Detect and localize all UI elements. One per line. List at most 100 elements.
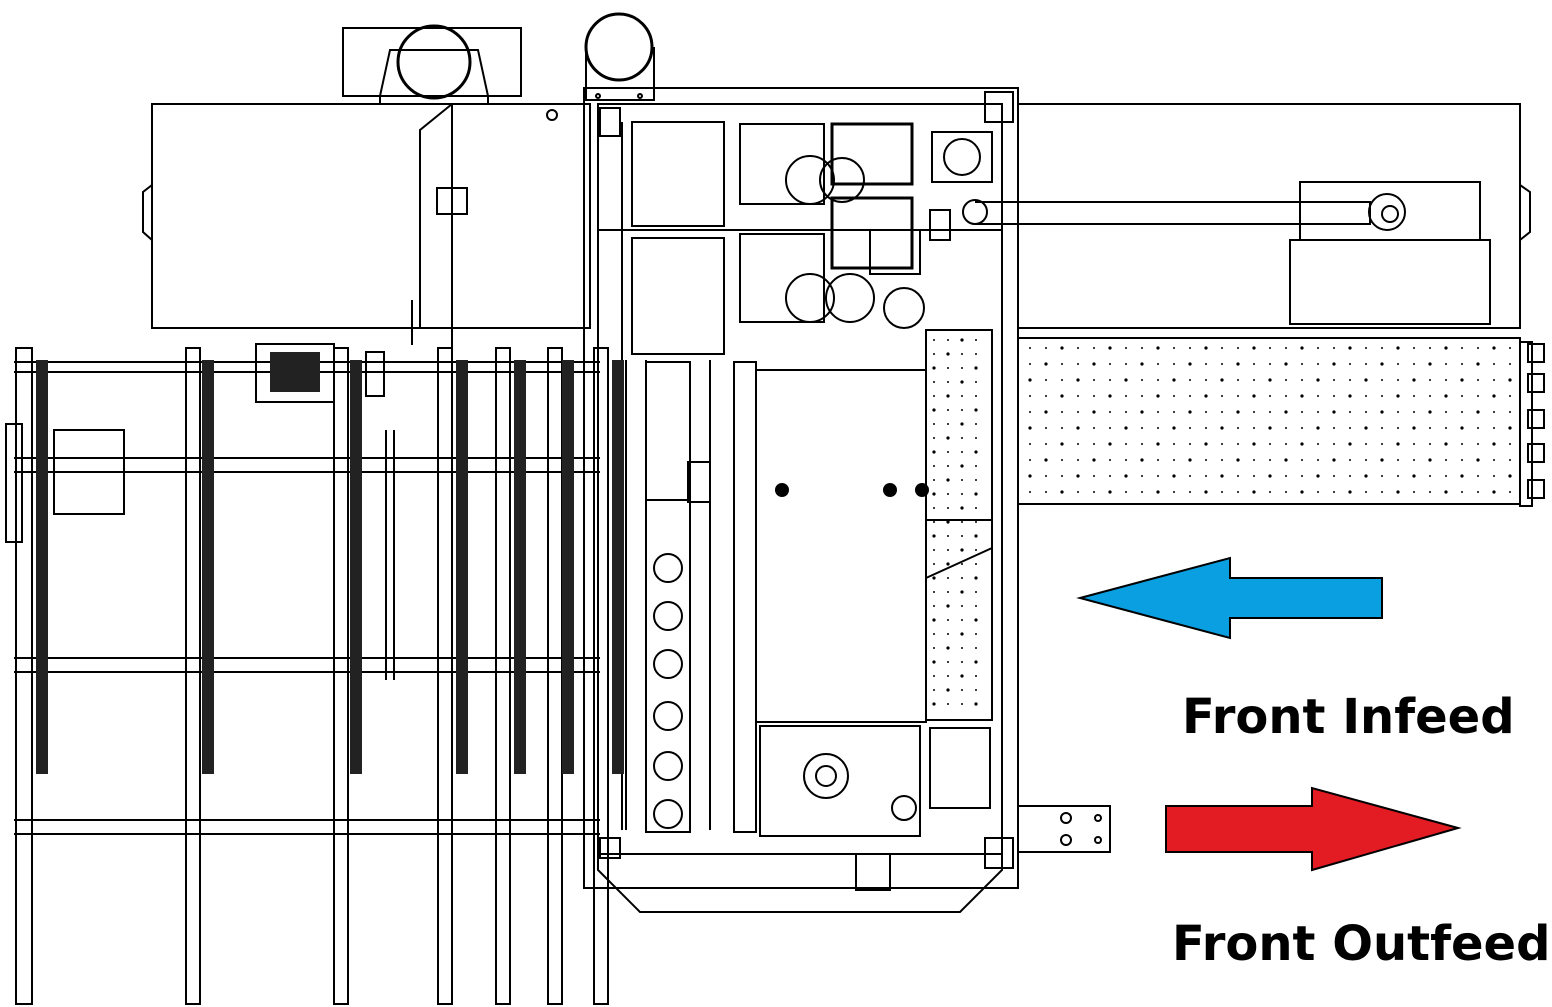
perforation-dot	[1461, 347, 1463, 349]
perforation-dot	[1156, 442, 1160, 446]
perforation-dot	[1269, 459, 1271, 461]
perforation-dot	[1173, 459, 1175, 461]
perforation-dot	[1300, 346, 1304, 350]
perforation-dot	[1061, 459, 1063, 461]
perforation-dot	[1221, 395, 1223, 397]
perforation-dot	[1076, 474, 1080, 478]
perforation-dot	[975, 353, 977, 355]
perforation-dot	[975, 395, 977, 397]
perforation-dot	[1333, 427, 1335, 429]
perforation-dot	[933, 381, 935, 383]
perforation-dot	[932, 534, 936, 538]
perforation-dot	[1413, 459, 1415, 461]
perforation-dot	[1317, 347, 1319, 349]
perforation-dot	[1028, 426, 1032, 430]
perforation-dot	[1109, 379, 1111, 381]
perforation-dot	[1397, 475, 1399, 477]
perforation-dot	[1429, 347, 1431, 349]
perforation-dot	[932, 408, 936, 412]
perforation-dot	[974, 408, 978, 412]
perforation-dot	[1269, 443, 1271, 445]
perforation-dot	[1349, 427, 1351, 429]
perforation-dot	[1189, 395, 1191, 397]
perforation-dot	[1077, 443, 1079, 445]
perforation-dot	[1060, 442, 1064, 446]
perforation-dot	[1108, 442, 1112, 446]
perforation-dot	[1045, 347, 1047, 349]
perforation-dot	[961, 451, 963, 453]
perforation-dot	[961, 647, 963, 649]
perforation-dot	[1285, 443, 1287, 445]
perforation-dot	[1125, 363, 1127, 365]
perforation-dot	[946, 646, 950, 650]
perforation-dot	[947, 619, 949, 621]
perforation-dot	[1365, 395, 1367, 397]
perforation-dot	[1253, 459, 1255, 461]
perforation-dot	[1397, 427, 1399, 429]
perforation-dot	[1349, 475, 1351, 477]
perforation-dot	[1173, 363, 1175, 365]
perforation-dot	[1396, 442, 1400, 446]
perforation-dot	[946, 352, 950, 356]
perforation-dot	[1092, 362, 1096, 366]
perforation-dot	[1428, 458, 1432, 462]
perforation-dot	[1269, 395, 1271, 397]
perforation-dot	[1460, 426, 1464, 430]
perforation-dot	[1172, 378, 1176, 382]
perforation-dot	[933, 633, 935, 635]
perforation-dot	[947, 577, 949, 579]
perforation-dot	[1349, 459, 1351, 461]
perforation-dot	[1316, 426, 1320, 430]
perforation-dot	[1156, 490, 1160, 494]
perforation-dot	[975, 437, 977, 439]
perforation-dot	[947, 549, 949, 551]
perforation-dot	[974, 660, 978, 664]
perforation-dot	[960, 506, 964, 510]
perforation-dot	[1412, 378, 1416, 382]
perforation-dot	[1429, 491, 1431, 493]
perforation-dot	[1413, 347, 1415, 349]
perforation-dot	[1268, 426, 1272, 430]
perforation-dot	[1413, 491, 1415, 493]
perforation-dot	[1221, 347, 1223, 349]
perforation-dot	[960, 590, 964, 594]
perforation-dot	[946, 436, 950, 440]
perforation-dot	[933, 353, 935, 355]
perforation-dot	[1508, 474, 1512, 478]
perforation-dot	[1125, 411, 1127, 413]
perforation-dot	[1381, 347, 1383, 349]
perforation-dot	[1428, 362, 1432, 366]
perforation-dot	[1381, 443, 1383, 445]
perforation-dot	[1477, 347, 1479, 349]
perforation-dot	[1157, 411, 1159, 413]
perforation-dot	[1173, 395, 1175, 397]
perforation-dot	[1236, 458, 1240, 462]
perforation-dot	[1204, 442, 1208, 446]
perforation-dot	[1093, 475, 1095, 477]
perforation-dot	[1253, 475, 1255, 477]
perforation-dot	[1380, 362, 1384, 366]
perforation-dot	[1476, 410, 1480, 414]
perforation-dot	[1061, 427, 1063, 429]
perforation-dot	[1061, 363, 1063, 365]
perforation-dot	[1316, 378, 1320, 382]
perforation-dot	[1380, 458, 1384, 462]
perforation-dot	[975, 465, 977, 467]
perforation-dot	[1077, 491, 1079, 493]
perforation-dot	[932, 576, 936, 580]
perforation-dot	[1173, 411, 1175, 413]
perforation-dot	[1045, 475, 1047, 477]
perforation-dot	[1364, 426, 1368, 430]
perforation-dot	[975, 521, 977, 523]
perforation-dot	[1204, 346, 1208, 350]
perforation-dot	[975, 675, 977, 677]
perforation-dot	[975, 549, 977, 551]
perforation-dot	[1429, 395, 1431, 397]
perforation-dot	[1205, 459, 1207, 461]
perforation-dot	[1493, 411, 1495, 413]
perforation-dot	[946, 562, 950, 566]
perforation-dot	[947, 451, 949, 453]
perforation-dot	[1125, 459, 1127, 461]
perforation-dot	[1109, 411, 1111, 413]
